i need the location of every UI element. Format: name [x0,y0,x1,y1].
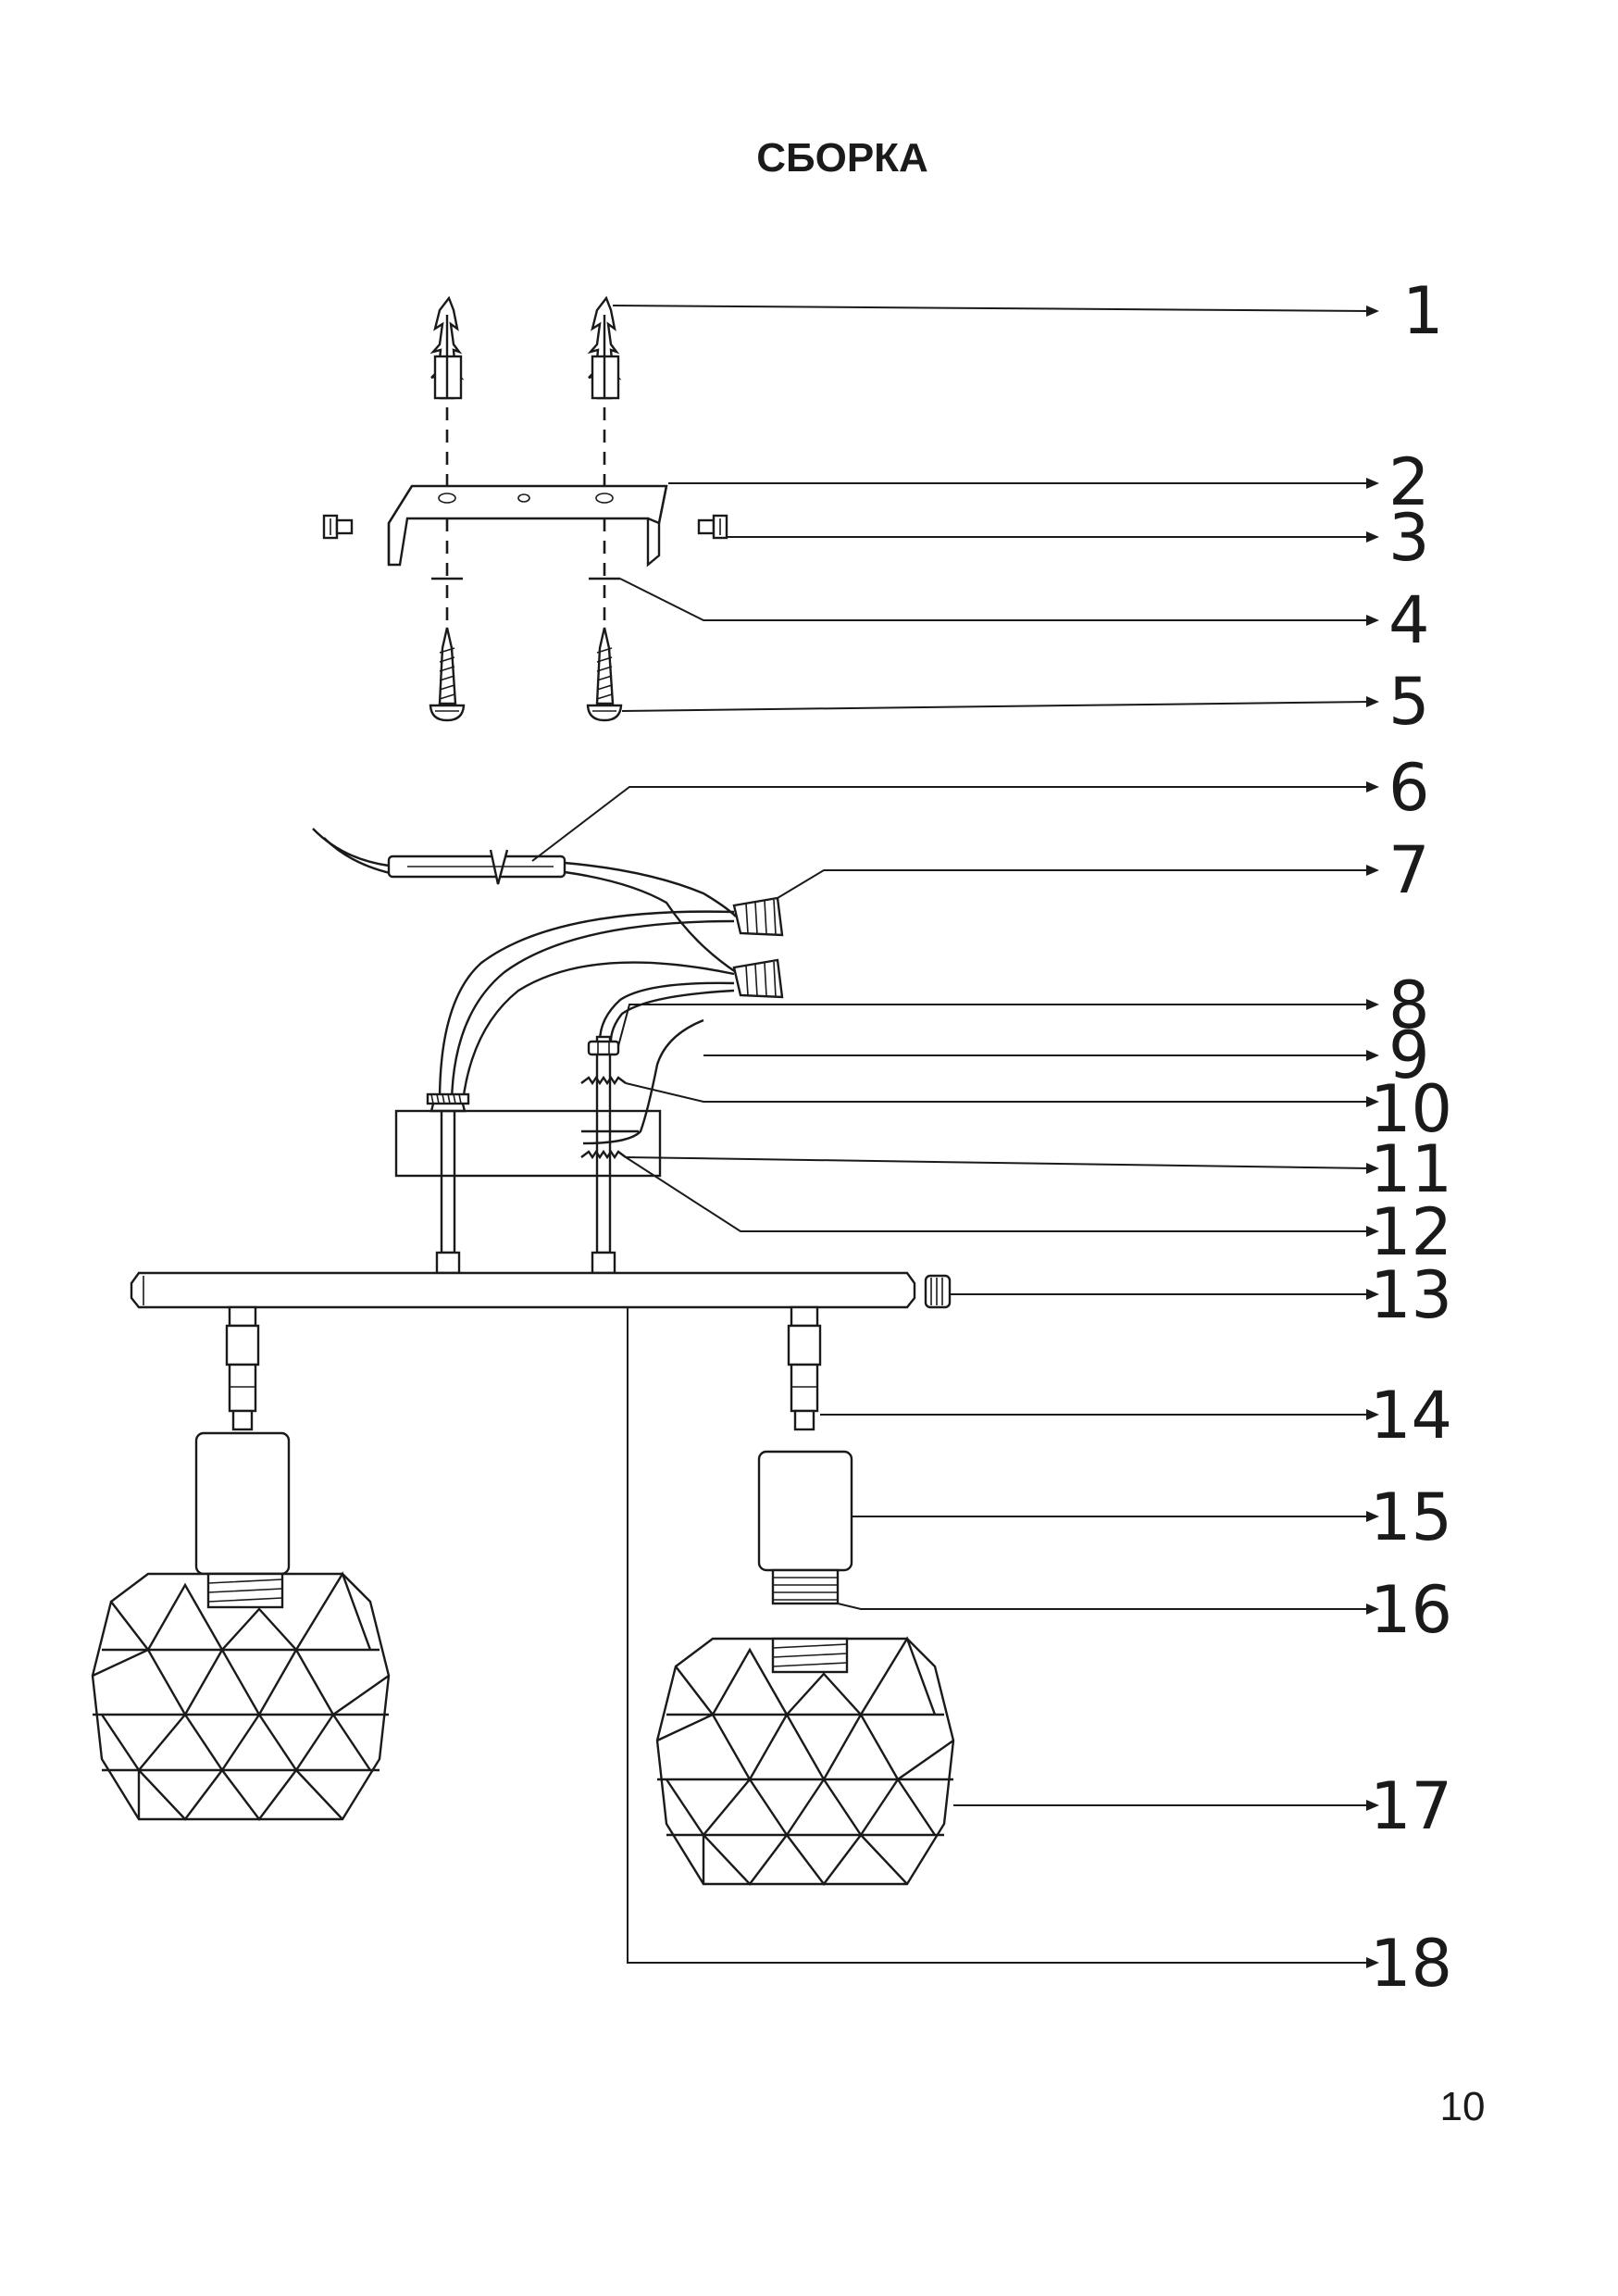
lamp-bar [130,1271,916,1309]
lock-washer-left [426,1092,470,1105]
lamp-shade-left [91,1571,391,1821]
lamp-holder-left [194,1431,291,1576]
callout-1: 1 [1402,273,1444,349]
callout-17: 17 [1370,1768,1452,1844]
hex-nut [587,1040,620,1056]
threaded-tube-right [591,1035,616,1275]
mains-cable [312,828,566,885]
spot-arm-left [225,1305,260,1431]
cover-box [394,1109,662,1178]
earth-wire [582,1018,704,1145]
lamp-wires [438,910,735,1103]
leader-arrowheads [1366,306,1379,1968]
lamp-shade-right [655,1636,955,1886]
wall-anchor-right [587,295,622,400]
lamp-socket-thread [771,1568,840,1605]
callout-12: 12 [1370,1194,1452,1270]
callout-3: 3 [1388,500,1430,576]
callout-11: 11 [1370,1131,1452,1207]
callout-14: 14 [1370,1378,1452,1454]
threaded-tube-left [429,1095,467,1275]
callout-15: 15 [1370,1479,1452,1555]
callout-8: 8 [1388,967,1430,1043]
callout-9: 9 [1388,1017,1430,1093]
callout-16: 16 [1370,1572,1452,1648]
callout-10: 10 [1370,1071,1452,1147]
leader-lines [531,305,1371,1964]
callout-6: 6 [1388,750,1430,826]
callout-5: 5 [1388,664,1430,740]
page-title: СБОРКА [756,135,928,181]
bracket-screw-left [322,514,354,540]
callout-labels: 1 2 3 4 5 6 7 8 9 10 11 12 13 14 15 16 1… [1370,273,1452,2002]
lock-washer-lower [580,1149,627,1160]
wall-anchor-left [429,295,465,400]
spot-arm-right [787,1305,822,1431]
callout-13: 13 [1370,1257,1452,1333]
end-cap [924,1274,952,1309]
lock-washer-upper [580,1075,627,1086]
supply-wires [564,861,737,973]
wood-screw-right [586,627,623,722]
bracket-screw-right [697,514,728,540]
callout-7: 7 [1388,832,1430,908]
mounting-bracket [387,484,668,568]
callout-18: 18 [1370,1926,1452,2002]
wood-screw-left [429,627,466,722]
page-number: 10 [1440,2084,1486,2129]
lamp-holder-right [757,1450,853,1572]
callout-4: 4 [1388,582,1430,658]
callout-2: 2 [1388,444,1430,520]
terminal-block-upper [732,896,784,937]
terminal-block-lower [732,958,784,999]
